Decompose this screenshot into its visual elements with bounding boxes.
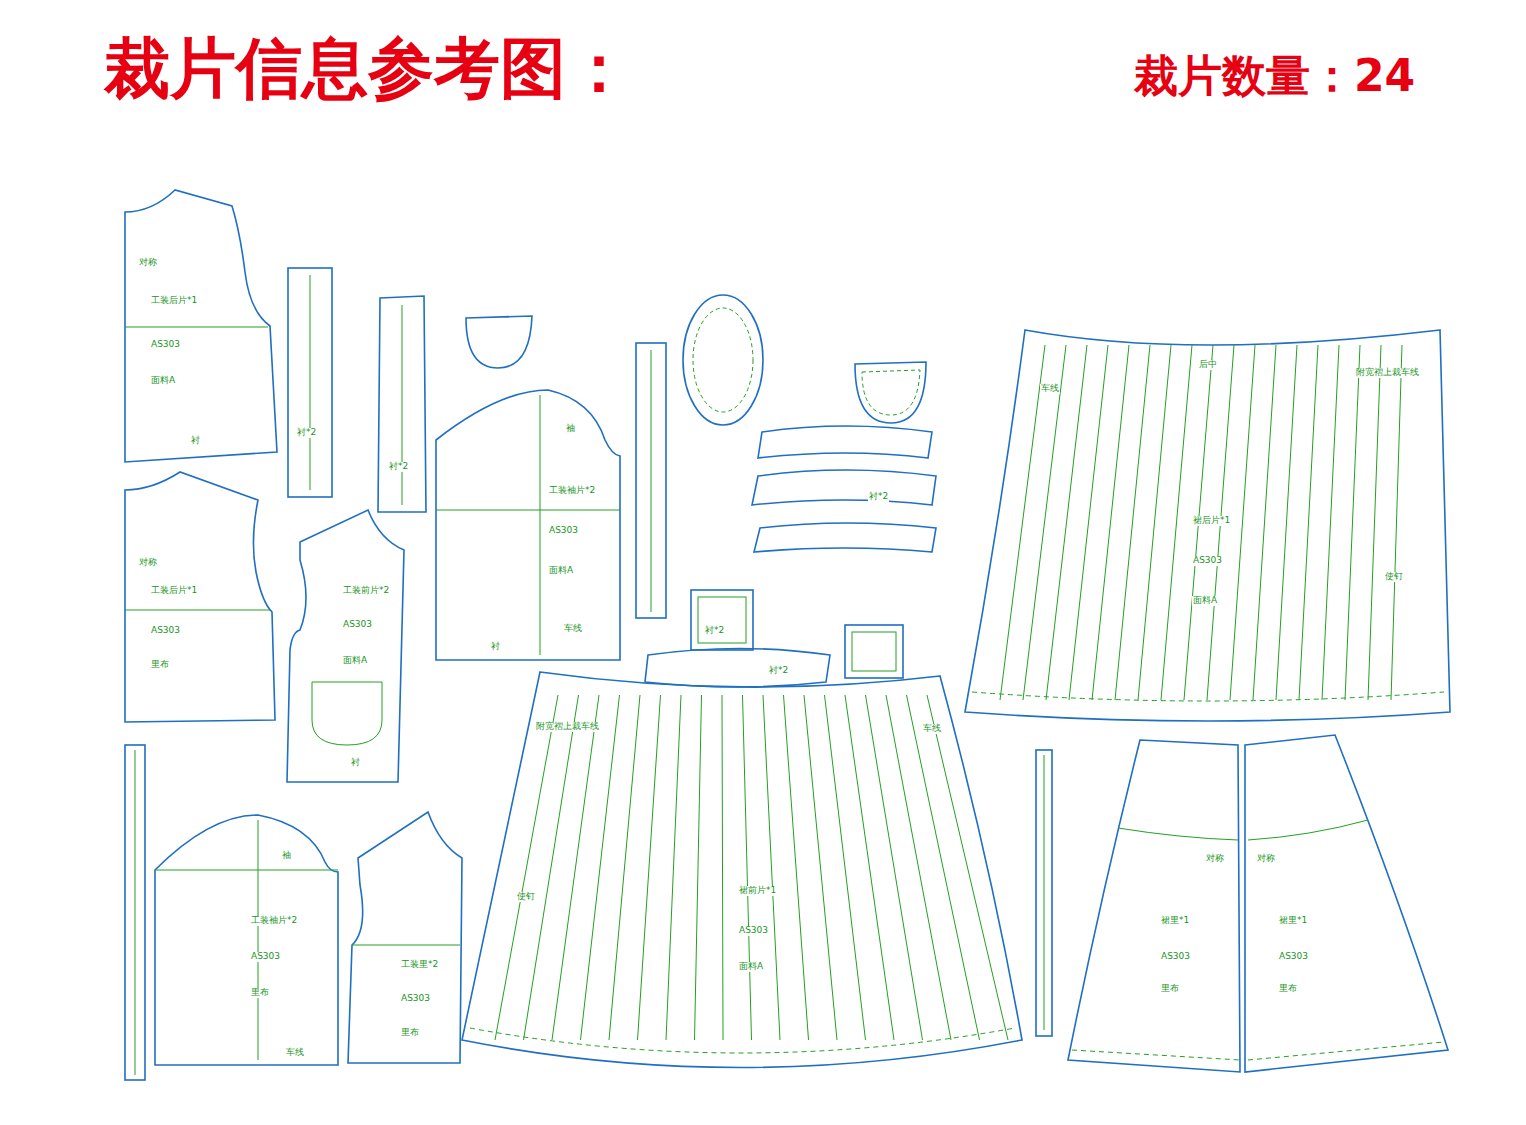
piece-label: 袖	[281, 851, 292, 861]
piece-label: AS303	[1278, 952, 1309, 962]
piece-label: 裙前片*1	[738, 886, 777, 896]
piece-label: 对称	[138, 558, 158, 568]
piece-label: 工装后片*1	[150, 586, 198, 596]
piece-label: 对称	[1205, 854, 1225, 864]
piece-label: 车线	[563, 624, 583, 634]
piece-label: 衬*2	[768, 666, 789, 676]
piece-label: AS303	[1160, 952, 1191, 962]
piece-label: AS303	[548, 526, 579, 536]
piece-label: 里布	[1160, 984, 1180, 994]
piece-label: 工装袖片*2	[548, 486, 596, 496]
piece-label: 工装袖片*2	[250, 916, 298, 926]
piece-label: 面料A	[150, 376, 176, 386]
piece-label: 衬	[350, 758, 361, 768]
piece-label: 车线	[922, 724, 942, 734]
piece-label: 衬*2	[704, 626, 725, 636]
piece-label: 面料A	[1192, 596, 1218, 606]
piece-label: 使钉	[516, 892, 536, 902]
piece-label: 车线	[285, 1048, 305, 1058]
piece-label: 后中	[1198, 360, 1218, 370]
piece-label: 里布	[250, 988, 270, 998]
piece-label: AS303	[400, 994, 431, 1004]
piece-label: 工装后片*1	[150, 296, 198, 306]
piece-label: 附宽褶上裁车线	[1355, 368, 1420, 378]
piece-label: 附宽褶上裁车线	[535, 722, 600, 732]
piece-count: 裁片数量：24	[1133, 52, 1416, 100]
piece-label: AS303	[738, 926, 769, 936]
piece-label: 工装里*2	[400, 960, 439, 970]
diagram-title: 裁片信息参考图：	[104, 36, 632, 102]
piece-label: AS303	[150, 340, 181, 350]
piece-label: 里布	[150, 660, 170, 670]
piece-label: 面料A	[738, 962, 764, 972]
piece-label: 衬*2	[388, 462, 409, 472]
piece-label: 里布	[400, 1028, 420, 1038]
piece-label: 工装前片*2	[342, 586, 390, 596]
piece-label: 使钉	[1384, 572, 1404, 582]
piece-label: AS303	[1192, 556, 1223, 566]
piece-label: 裙里*1	[1160, 916, 1190, 926]
piece-label: AS303	[342, 620, 373, 630]
piece-label: 衬	[190, 436, 201, 446]
piece-label: 里布	[1278, 984, 1298, 994]
piece-label: 面料A	[342, 656, 368, 666]
piece-label: 衬	[490, 642, 501, 652]
piece-label: 对称	[138, 258, 158, 268]
piece-label: 车线	[1040, 384, 1060, 394]
piece-label: AS303	[250, 952, 281, 962]
piece-label: 面料A	[548, 566, 574, 576]
piece-label: 衬*2	[868, 492, 889, 502]
piece-label: 袖	[565, 424, 576, 434]
piece-label: 裙里*1	[1278, 916, 1308, 926]
piece-label: AS303	[150, 626, 181, 636]
piece-label: 裙后片*1	[1192, 516, 1231, 526]
piece-label: 衬*2	[296, 428, 317, 438]
piece-label: 对称	[1256, 854, 1276, 864]
